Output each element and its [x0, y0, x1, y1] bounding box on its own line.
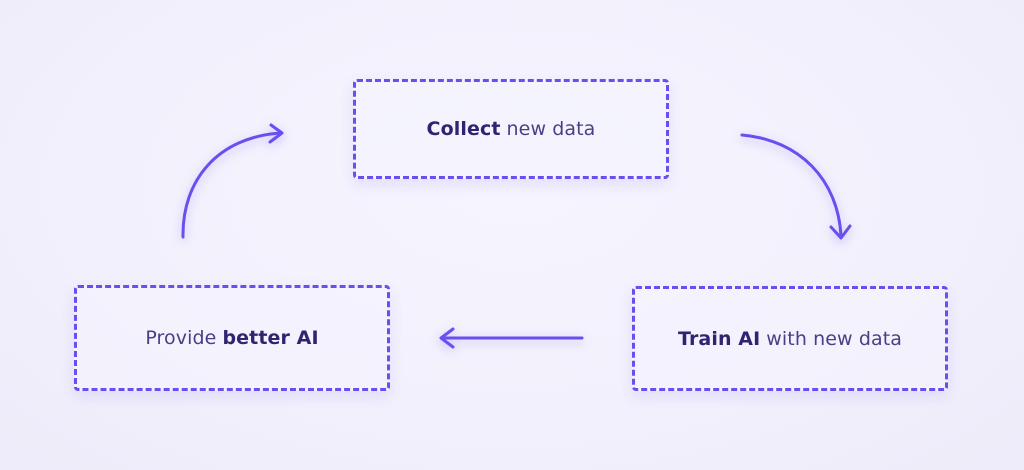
arrow-collect-to-train-head: [829, 224, 852, 240]
node-collect-strong-text: Collect: [426, 118, 501, 140]
arrow-provide-to-collect-shaft: [181, 131, 283, 239]
node-provide-light-text: Provide: [145, 327, 217, 349]
node-train-light-text: with new data: [766, 327, 903, 350]
arrow-train-to-provide-head: [439, 327, 455, 349]
node-collect-light-text: new data: [506, 118, 596, 140]
arrow-collect-to-train-shaft: [740, 133, 843, 238]
node-train-strong-text: Train AI: [677, 327, 761, 350]
arrow-train-to-provide: [439, 327, 584, 349]
node-provide-strong-text: better AI: [222, 327, 319, 349]
arrow-collect-to-train: [740, 133, 852, 240]
arrow-provide-to-collect: [181, 123, 284, 239]
arrow-provide-to-collect-head: [268, 123, 284, 144]
